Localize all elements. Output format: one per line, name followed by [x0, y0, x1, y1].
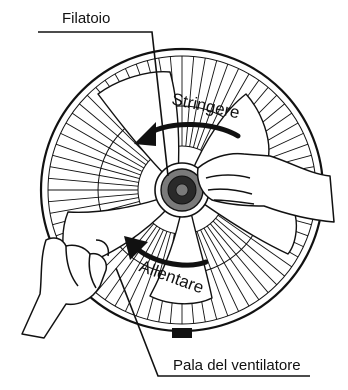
hub-center	[176, 184, 188, 196]
guard-bottom-clip	[172, 328, 192, 338]
spinner-label: Filatoio	[62, 10, 110, 27]
blade-label: Pala del ventilatore	[173, 357, 301, 374]
tighten-label: Stringere	[170, 89, 241, 122]
